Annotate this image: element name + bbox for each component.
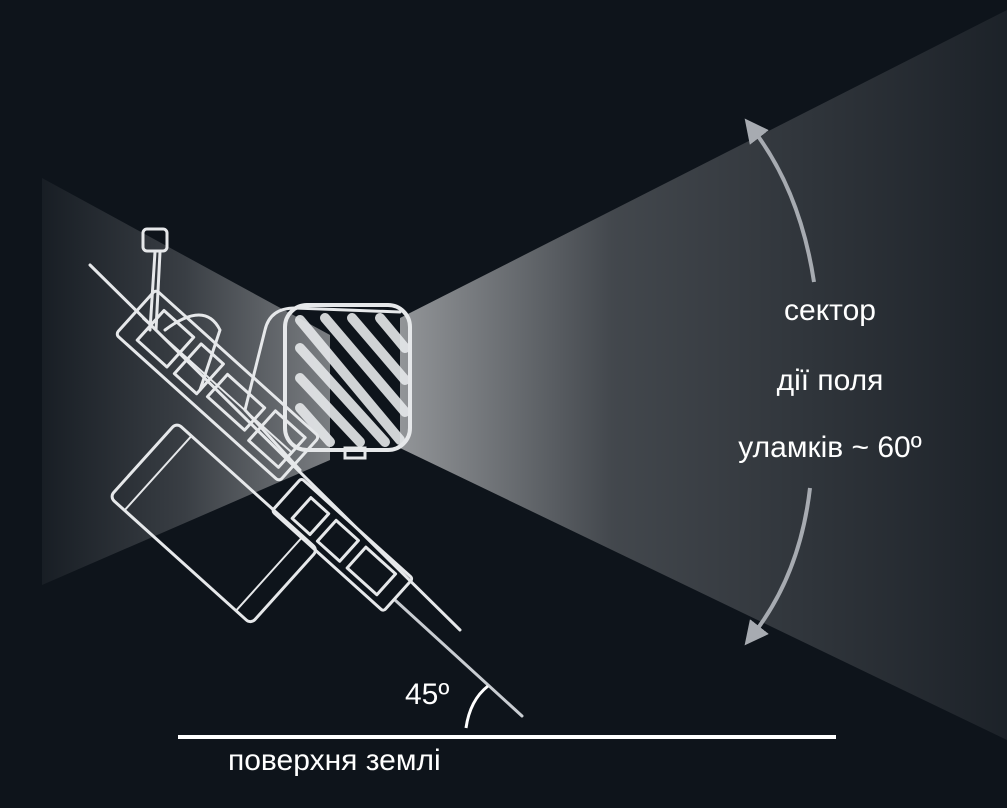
sector-arrow-upper (744, 118, 816, 283)
warhead-drum (283, 303, 412, 460)
sector-label-line-1: сектор (784, 294, 876, 327)
angle-arc (464, 684, 489, 729)
debris-field-right-beam (400, 10, 1007, 740)
sector-label-line-2: дії поля (776, 364, 884, 397)
ground-label: поверхня землі (228, 744, 441, 777)
sector-label-line-3: уламків ~ 60º (738, 431, 922, 464)
angle-label: 45º (405, 678, 450, 711)
debris-field-left-beam (42, 178, 330, 585)
sector-arrow-lower (744, 487, 812, 646)
mine-device-icon (88, 227, 524, 718)
